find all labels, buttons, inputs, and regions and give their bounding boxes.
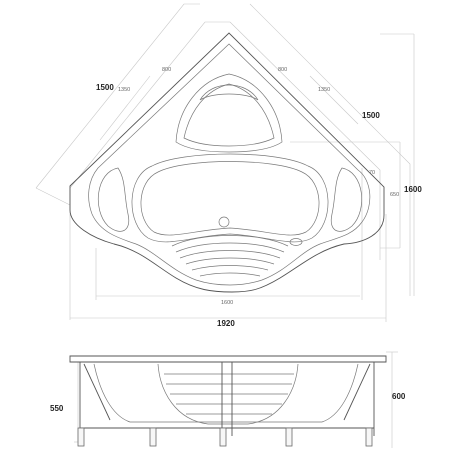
step-ridges <box>171 235 289 277</box>
tub-basin <box>131 153 329 243</box>
tub-outer-outline <box>69 32 385 293</box>
dimension-label-1920: 1920 <box>217 319 235 328</box>
dimension-label-70: 70 <box>369 170 375 176</box>
side-shell <box>93 363 359 423</box>
side-slats <box>164 373 294 415</box>
backrest-inner <box>183 83 275 147</box>
dimension-label-800-left: 800 <box>162 67 171 73</box>
dimension-label-1500-left: 1500 <box>96 83 114 92</box>
dimension-label-800-right: 800 <box>278 67 287 73</box>
overflow-control <box>289 238 303 246</box>
dimension-frame-bottom <box>70 214 387 322</box>
side-view: 550 600 <box>50 351 406 448</box>
backrest <box>175 73 283 153</box>
dimension-label-550: 550 <box>50 404 64 413</box>
left-seat <box>97 167 130 232</box>
side-front-panel <box>157 363 299 425</box>
dimension-label-1500-right: 1500 <box>362 111 380 120</box>
dimension-frame-right <box>229 3 415 300</box>
right-seat <box>330 167 363 232</box>
side-rim <box>69 355 387 363</box>
tub-basin-inner <box>140 161 320 236</box>
drain-icon <box>218 216 230 228</box>
dimension-label-1350-right: 1350 <box>318 87 330 93</box>
dimension-label-600: 600 <box>392 392 406 401</box>
dimension-label-1600-right: 1600 <box>404 185 422 194</box>
side-frame <box>79 362 375 436</box>
top-view: 1500 1350 800 800 1350 1500 70 650 1600 … <box>35 3 422 328</box>
dimension-label-1600-bottom: 1600 <box>221 300 233 306</box>
tub-rim-inner <box>88 43 371 286</box>
dimension-label-1350-left: 1350 <box>118 87 130 93</box>
headrest <box>199 84 259 101</box>
dimension-label-650: 650 <box>390 192 399 198</box>
side-feet <box>77 427 373 447</box>
dimension-frame-left <box>35 3 230 320</box>
